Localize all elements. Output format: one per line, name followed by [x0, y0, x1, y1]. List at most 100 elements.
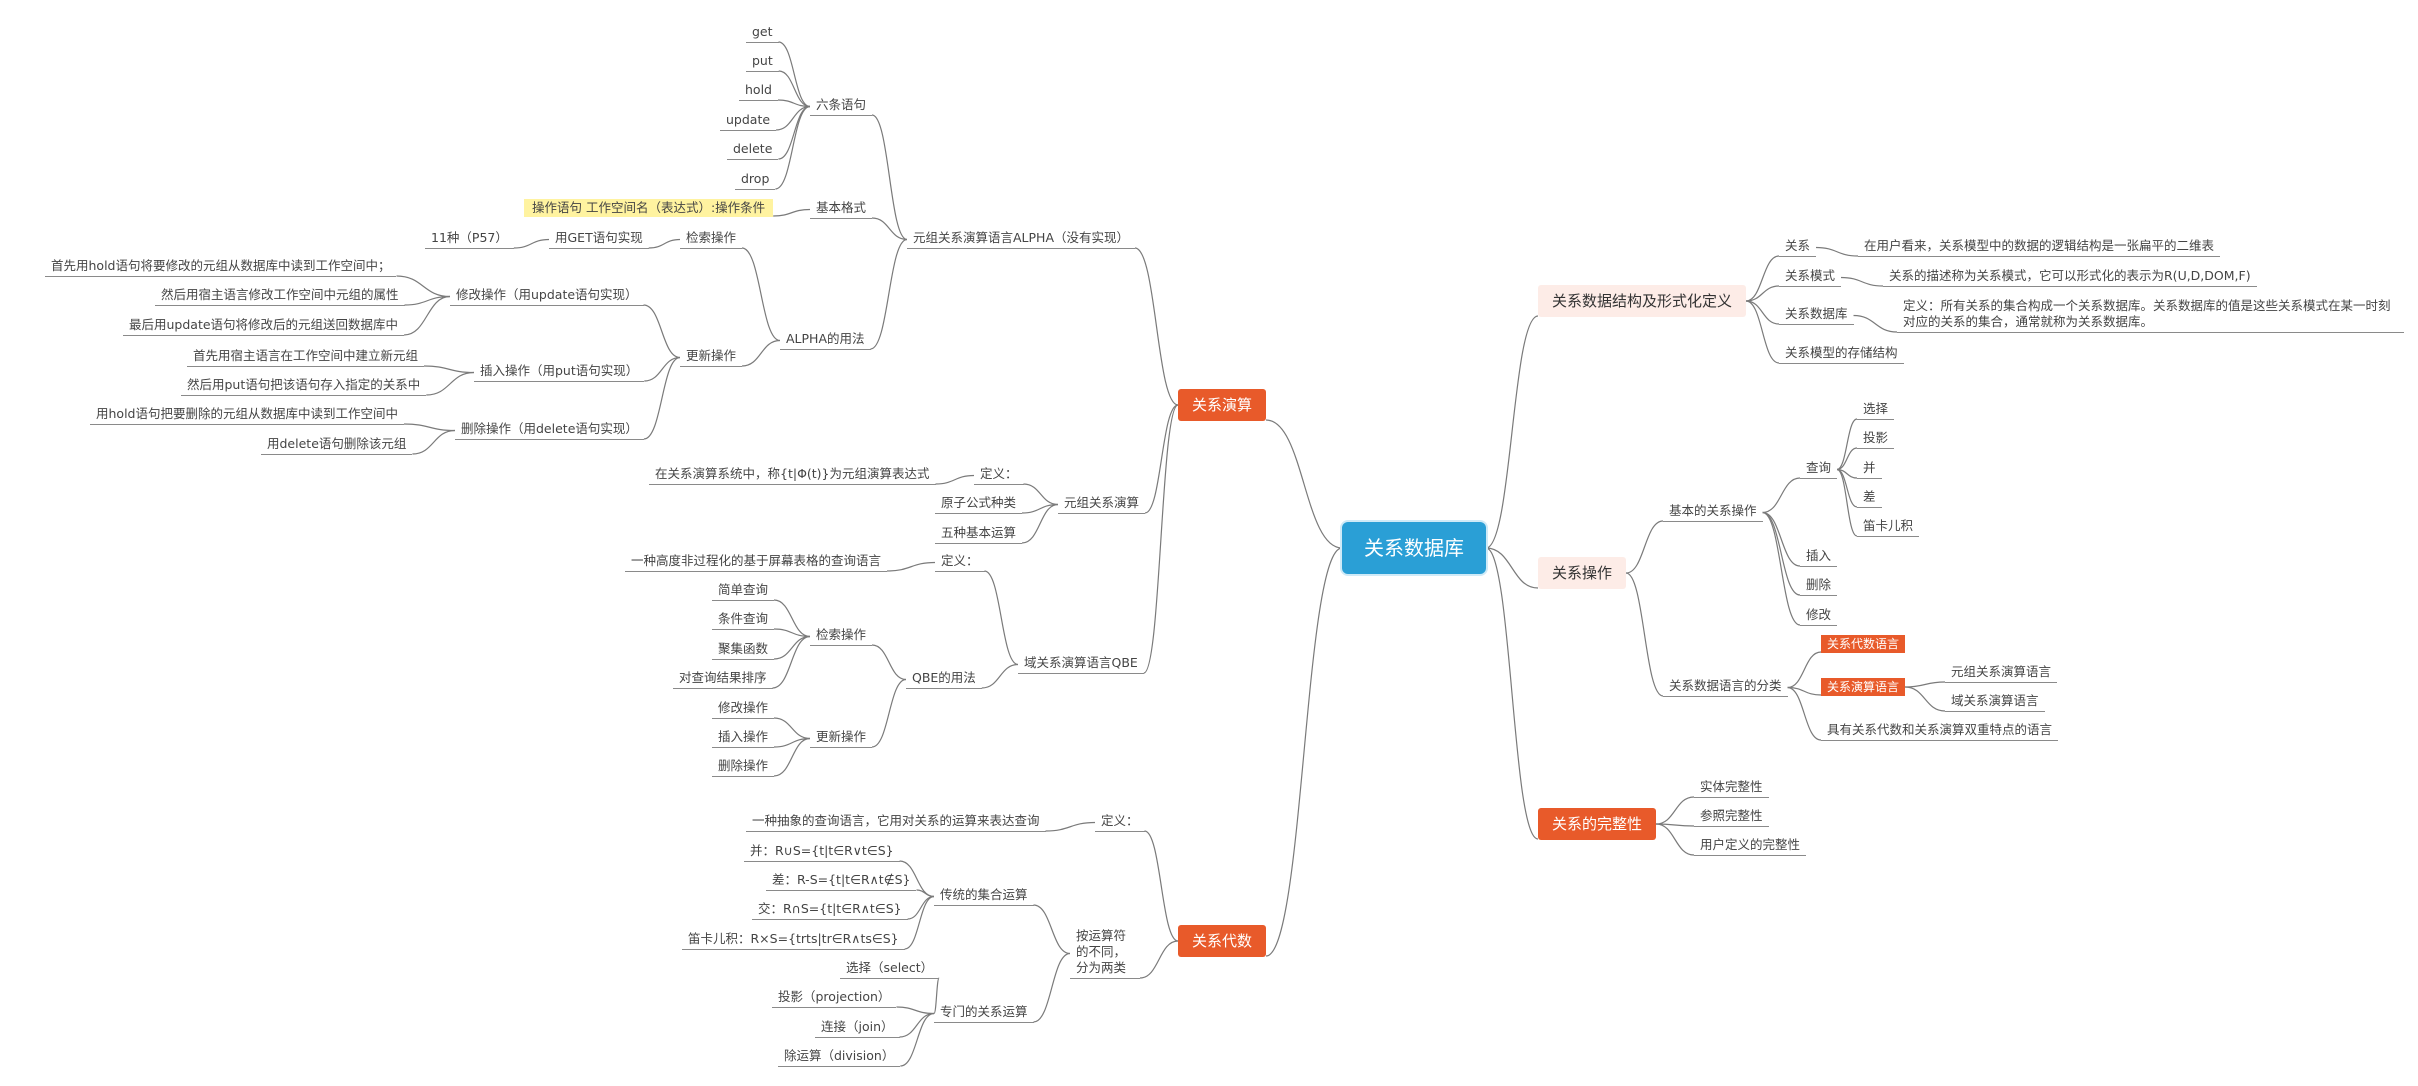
node-qbe-insert[interactable]: 插入操作: [712, 729, 775, 748]
connector-node-query: [1762, 477, 1801, 514]
node-relation[interactable]: 关系: [1779, 238, 1817, 257]
node-user-integrity[interactable]: 用户定义的完整性: [1694, 837, 1807, 856]
node-schema[interactable]: 关系模式: [1779, 268, 1842, 287]
node-op-division[interactable]: 除运算（division）: [778, 1048, 901, 1067]
node-five-ops[interactable]: 五种基本运算: [935, 525, 1023, 544]
node-cartesian[interactable]: 笛卡儿积: [1857, 518, 1920, 537]
node-qbe-retrieve[interactable]: 检索操作: [810, 627, 873, 646]
node-op-join[interactable]: 连接（join）: [815, 1019, 900, 1038]
node-aggregate[interactable]: 聚集函数: [712, 641, 775, 660]
node-domain-lang[interactable]: 域关系演算语言: [1945, 693, 2045, 712]
node-get[interactable]: get: [746, 24, 779, 43]
node-algebra-lang[interactable]: 关系代数语言: [1821, 635, 1906, 653]
node-get-impl[interactable]: 用GET语句实现: [549, 230, 649, 249]
node-modify-step2[interactable]: 然后用宿主语言修改工作空间中元组的属性: [155, 287, 405, 306]
node-op-projection[interactable]: 投影（projection）: [772, 989, 897, 1008]
node-modify-step1[interactable]: 首先用hold语句将要修改的元组从数据库中读到工作空间中；: [45, 258, 397, 277]
node-qbe-modify[interactable]: 修改操作: [712, 700, 775, 719]
node-alpha[interactable]: 元组关系演算语言ALPHA（没有实现）: [907, 230, 1136, 249]
connector-node-delete-step2: [412, 429, 456, 455]
node-storage[interactable]: 关系模型的存储结构: [1779, 345, 1904, 364]
node-relation-def[interactable]: 在用户看来，关系模型中的数据的逻辑结构是一张扁平的二维表: [1858, 238, 2221, 257]
node-difference[interactable]: 差: [1857, 489, 1882, 508]
node-traditional-set[interactable]: 传统的集合运算: [934, 887, 1034, 906]
node-simple-query[interactable]: 简单查询: [712, 582, 775, 601]
node-tuple-def[interactable]: 定义：: [974, 466, 1024, 485]
node-tuple-def-text[interactable]: 在关系演算系统中，称{t|Φ(t)}为元组演算表达式: [649, 466, 936, 485]
topic-data-structure[interactable]: 关系数据结构及形式化定义: [1538, 285, 1747, 317]
node-database-def[interactable]: 定义：所有关系的集合构成一个关系数据库。关系数据库的值是这些关系模式在某一时刻对…: [1897, 298, 2404, 333]
node-modify-op[interactable]: 修改操作（用update语句实现）: [450, 287, 644, 306]
connector-node-delete: [1762, 511, 1801, 596]
node-calculus-lang[interactable]: 关系演算语言: [1821, 678, 1906, 696]
node-eleven-kinds[interactable]: 11种（P57）: [425, 230, 514, 249]
node-set-union[interactable]: 并：R∪S={t|t∈R∨t∈S}: [744, 843, 900, 862]
node-set-cartesian[interactable]: 笛卡儿积：R×S={trts|tr∈R∧ts∈S}: [682, 931, 905, 950]
node-qbe-update[interactable]: 更新操作: [810, 729, 873, 748]
connector-node-eleven-kinds: [513, 238, 550, 249]
node-qbe-usage[interactable]: QBE的用法: [906, 670, 982, 689]
node-set-difference[interactable]: 差：R-S={t|t∈R∧t∉S}: [766, 872, 917, 891]
node-qbe-delete[interactable]: 删除操作: [712, 758, 775, 777]
topic-calculus[interactable]: 关系演算: [1178, 389, 1267, 421]
node-modify-step3[interactable]: 最后用update语句将修改后的元组送回数据库中: [123, 317, 405, 336]
node-op-select[interactable]: 选择（select）: [840, 960, 940, 979]
node-special-ops[interactable]: 专门的关系运算: [934, 1004, 1034, 1023]
node-put[interactable]: put: [746, 53, 779, 72]
connector-node-qbe-usage: [981, 663, 1019, 689]
node-sort-results[interactable]: 对查询结果排序: [673, 670, 773, 689]
node-tuple-calculus[interactable]: 元组关系演算: [1058, 495, 1146, 514]
node-qbe-def-text[interactable]: 一种高度非过程化的基于屏幕表格的查询语言: [625, 553, 888, 572]
node-drop[interactable]: drop: [735, 171, 776, 190]
node-delete-stmt[interactable]: delete: [727, 141, 779, 160]
node-project[interactable]: 投影: [1857, 430, 1895, 449]
connector-node-entity-integrity: [1655, 796, 1695, 825]
node-alpha-usage[interactable]: ALPHA的用法: [780, 331, 871, 350]
node-alpha-retrieve[interactable]: 检索操作: [680, 230, 743, 249]
node-delete[interactable]: 删除: [1800, 577, 1838, 596]
node-atom-types[interactable]: 原子公式种类: [935, 495, 1023, 514]
root-node[interactable]: 关系数据库: [1342, 522, 1486, 574]
node-hold[interactable]: hold: [739, 82, 778, 101]
node-modify[interactable]: 修改: [1800, 607, 1838, 626]
node-select[interactable]: 选择: [1857, 401, 1895, 420]
node-six-statements[interactable]: 六条语句: [810, 97, 873, 116]
node-algebra-def-text[interactable]: 一种抽象的查询语言，它用对关系的运算来表达查询: [746, 813, 1046, 832]
node-qbe-def[interactable]: 定义：: [935, 553, 985, 572]
node-query[interactable]: 查询: [1800, 460, 1838, 479]
node-set-intersection[interactable]: 交：R∩S={t|t∈R∧t∈S}: [752, 901, 908, 920]
node-condition-query[interactable]: 条件查询: [712, 611, 775, 630]
node-insert[interactable]: 插入: [1800, 548, 1838, 567]
node-entity-integrity[interactable]: 实体完整性: [1694, 779, 1769, 798]
node-insert-step2[interactable]: 然后用put语句把该语句存入指定的关系中: [181, 377, 427, 396]
node-qbe[interactable]: 域关系演算语言QBE: [1018, 655, 1144, 674]
node-lang-class[interactable]: 关系数据语言的分类: [1663, 678, 1788, 697]
node-by-operator[interactable]: 按运算符 的不同， 分为两类: [1070, 928, 1140, 979]
connector-node-modify-op: [643, 304, 681, 359]
connector-node-get: [778, 41, 811, 108]
node-tuple-lang[interactable]: 元组关系演算语言: [1945, 664, 2058, 683]
node-alpha-update[interactable]: 更新操作: [680, 348, 743, 367]
node-delete-op[interactable]: 删除操作（用delete语句实现）: [455, 421, 644, 440]
connector-node-condition-query: [774, 628, 811, 638]
node-algebra-def[interactable]: 定义：: [1095, 813, 1145, 832]
node-delete-step2[interactable]: 用delete语句删除该元组: [261, 436, 413, 455]
node-update[interactable]: update: [720, 112, 777, 131]
connector-node-database-def: [1853, 314, 1898, 333]
node-referential-integrity[interactable]: 参照完整性: [1694, 808, 1769, 827]
topic-algebra[interactable]: 关系代数: [1178, 925, 1267, 957]
node-insert-op[interactable]: 插入操作（用put语句实现）: [474, 363, 645, 382]
topic-operations[interactable]: 关系操作: [1538, 557, 1627, 589]
connector-node-op-division: [900, 1012, 935, 1067]
node-union[interactable]: 并: [1857, 460, 1882, 479]
node-basic-ops[interactable]: 基本的关系操作: [1663, 503, 1763, 522]
node-database[interactable]: 关系数据库: [1779, 306, 1854, 325]
node-insert-step1[interactable]: 首先用宿主语言在工作空间中建立新元组: [187, 348, 425, 367]
node-schema-def[interactable]: 关系的描述称为关系模式，它可以形式化的表示为R(U,D,DOM,F): [1883, 268, 2257, 287]
node-format-text[interactable]: 操作语句 工作空间名（表达式）:操作条件: [524, 199, 774, 217]
node-basic-format[interactable]: 基本格式: [810, 200, 873, 219]
topic-integrity[interactable]: 关系的完整性: [1538, 808, 1657, 840]
node-delete-step1[interactable]: 用hold语句把要删除的元组从数据库中读到工作空间中: [90, 406, 404, 425]
connector-node-project: [1836, 447, 1858, 471]
node-dual-lang[interactable]: 具有关系代数和关系演算双重特点的语言: [1821, 722, 2059, 741]
